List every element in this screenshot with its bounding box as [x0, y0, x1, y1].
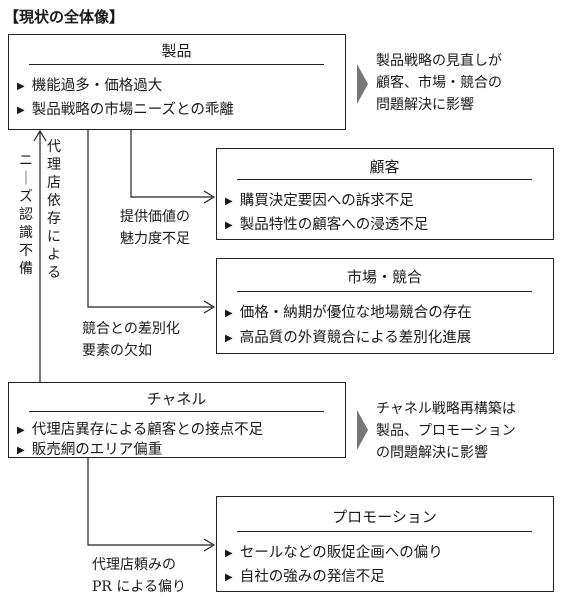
connector-product-market [87, 130, 212, 308]
bullet-icon: ▶ [225, 308, 233, 319]
needs-vertical-label: ニ｜ズ認識不備 [19, 153, 33, 277]
arrowhead-promotion [203, 538, 216, 552]
market-item-2: ▶高品質の外資競合による差別化進展 [225, 330, 472, 346]
differentiation-label: 競合との差別化 要素の欠如 [82, 321, 180, 359]
product-title: 製品 [161, 42, 192, 60]
connector-channel-promotion [87, 458, 212, 546]
promotion-item-1: ▶セールなどの販促企画への偏り [225, 545, 443, 561]
agency-pr-label: 代理店頼みの PR による偏り [92, 557, 186, 595]
market-title: 市場・競合 [346, 268, 422, 286]
product-box: 製品 ▶機能過多・価格過大 ▶製品戦略の市場ニーズとの乖離 [8, 34, 346, 130]
customer-box: 顧客 ▶購買決定要因への訴求不足 ▶製品特性の顧客への浸透不足 [216, 148, 554, 240]
customer-item-2: ▶製品特性の顧客への浸透不足 [225, 217, 429, 233]
channel-item-2: ▶販売網のエリア偏重 [17, 442, 163, 458]
bullet-icon: ▶ [17, 425, 25, 436]
customer-title: 顧客 [369, 158, 400, 176]
promotion-divider [237, 531, 532, 532]
product-item-1: ▶機能過多・価格過大 [17, 78, 163, 94]
value-appeal-label: 提供価値の 魅力度不足 [120, 209, 190, 247]
product-item-2: ▶製品戦略の市場ニーズとの乖離 [17, 102, 234, 118]
arrowhead-product [33, 129, 47, 142]
bullet-icon: ▶ [225, 333, 233, 344]
channel-divider [29, 411, 324, 412]
channel-item-1: ▶代理店異存による顧客との接点不足 [17, 422, 264, 438]
product-divider [29, 64, 324, 65]
connector-product-customer [130, 130, 212, 198]
bullet-icon: ▶ [17, 445, 25, 456]
impact-arrow-channel [357, 410, 368, 450]
channel-title: チャネル [146, 390, 207, 408]
customer-divider [237, 179, 532, 180]
arrowhead-market [203, 300, 216, 314]
channel-box: チャネル ▶代理店異存による顧客との接点不足 ▶販売網のエリア偏重 [8, 382, 346, 458]
bullet-icon: ▶ [225, 572, 233, 583]
market-divider [237, 291, 532, 292]
promotion-title: プロモーション [332, 508, 437, 526]
bullet-icon: ▶ [17, 81, 25, 92]
bullet-icon: ▶ [225, 548, 233, 559]
customer-item-1: ▶購買決定要因への訴求不足 [225, 193, 414, 209]
agency-vertical-label: 代理店依存による [47, 139, 61, 281]
market-box: 市場・競合 ▶価格・納期が優位な地場競合の存在 ▶高品質の外資競合による差別化進… [216, 258, 554, 354]
channel-impact-note: チャネル戦略再構築は 製品、プロモーション の問題解決に影響 [376, 401, 516, 461]
promotion-item-2: ▶自社の強みの発信不足 [225, 569, 385, 585]
product-impact-note: 製品戦略の見直しが 顧客、市場・競合の 問題解決に影響 [376, 53, 502, 113]
bullet-icon: ▶ [225, 220, 233, 231]
impact-arrow-product [357, 64, 368, 104]
bullet-icon: ▶ [17, 105, 25, 116]
market-item-1: ▶価格・納期が優位な地場競合の存在 [225, 305, 472, 321]
page-title: 【現状の全体像】 [4, 8, 125, 26]
promotion-box: プロモーション ▶セールなどの販促企画への偏り ▶自社の強みの発信不足 [216, 496, 554, 592]
bullet-icon: ▶ [225, 196, 233, 207]
arrowhead-customer [203, 190, 216, 204]
